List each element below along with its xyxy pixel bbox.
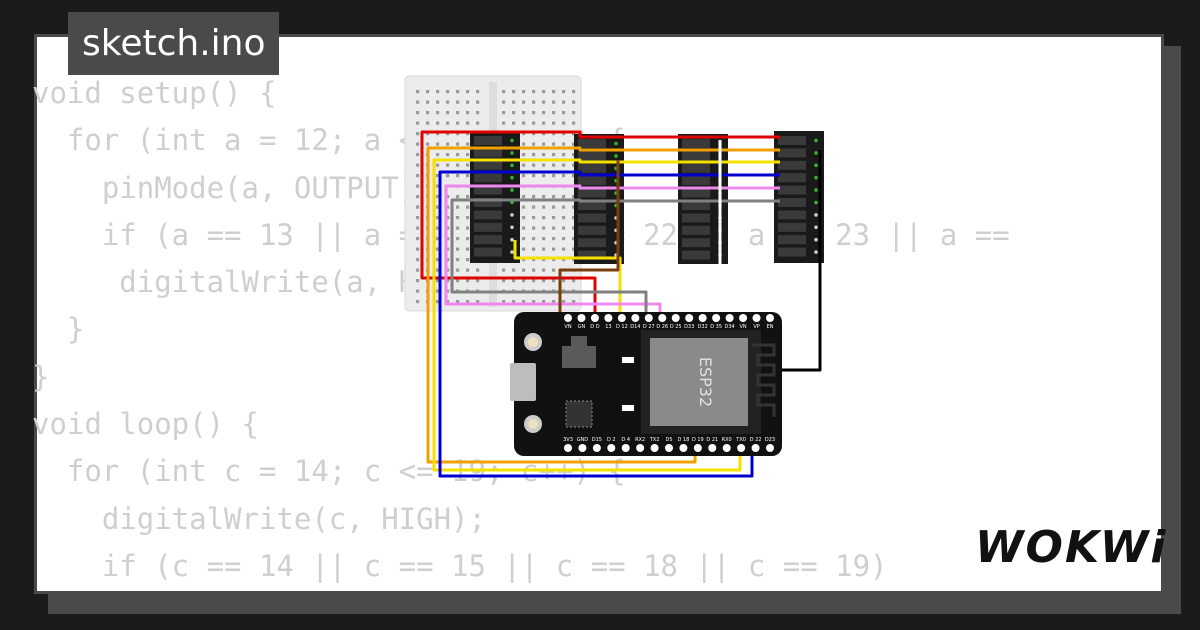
usb-chip [565,400,593,428]
led-bar-graph-1[interactable] [470,131,520,263]
pin-hole[interactable] [631,314,640,322]
pin-hole[interactable] [752,314,761,322]
pin-label: D 21 [706,437,718,443]
pin-label: D 4 [621,437,630,443]
code-line: } [32,312,85,347]
pin-label: GN [578,324,586,330]
pin-label: D5 [665,437,672,443]
pin-label: 13 [605,324,611,330]
pin-hole[interactable] [564,444,572,452]
pin-label: VN [739,324,746,330]
pin-hole[interactable] [592,444,601,452]
wire-pink[interactable] [444,184,780,318]
pin-hole[interactable] [665,444,673,452]
pin-hole[interactable] [617,314,626,322]
pin-label: GND [577,437,589,443]
pin-label: TX0 [735,437,746,443]
wire-blue[interactable] [438,170,780,478]
pin-hole[interactable] [698,314,707,322]
pin-label: D 25 [670,324,682,330]
wire-red[interactable] [420,130,780,318]
pin-label: D D [590,324,599,330]
wire-yellow-short[interactable] [513,240,622,318]
pin-hole[interactable] [650,444,659,452]
pin-label: D 35 [710,324,722,330]
pin-label: D 19 [692,437,704,443]
pin-label: D 12 [616,324,628,330]
pin-label: D32 [698,324,708,330]
pin-label: D14 [630,324,640,330]
pin-label: EN [767,324,774,330]
pin-label: D 18 [678,437,690,443]
pin-label: 3V3 [563,437,573,443]
pin-label: D 27 [643,324,655,330]
pin-label: VP [753,324,759,330]
pin-hole[interactable] [644,314,653,322]
pin-hole[interactable] [607,444,616,452]
code-line: } [32,359,50,394]
pin-hole[interactable] [722,444,731,452]
pin-hole[interactable] [564,314,572,322]
wokwi-logo: WOKWi [975,522,1168,573]
wire-gray[interactable] [450,198,780,318]
pin-hole[interactable] [590,314,599,322]
pin-hole[interactable] [578,444,587,452]
pin-hole[interactable] [725,314,734,322]
pin-hole[interactable] [604,314,613,322]
pin-hole[interactable] [712,314,721,322]
usb-port [510,363,536,401]
pin-hole[interactable] [766,444,774,452]
antenna-trace [752,343,776,417]
pin-label: VN [564,324,571,330]
pin-hole[interactable] [621,444,630,452]
pin-label: D 26 [656,324,668,330]
pin-label: D 2 [607,437,616,443]
led-bar-graph-4[interactable] [774,131,824,263]
pin-label: TX2 [649,437,660,443]
pin-hole[interactable] [679,444,688,452]
pin-label: RX2 [635,437,645,443]
pin-hole[interactable] [766,314,774,322]
code-line: void loop() { [32,407,259,442]
code-line: void setup() { [32,76,277,110]
wire-orange-top[interactable] [426,146,780,464]
pin-hole[interactable] [577,314,586,322]
pin-hole[interactable] [693,444,702,452]
pin-hole[interactable] [671,314,680,322]
led-bar-graph-2[interactable] [574,134,624,264]
pin-label: D 22 [750,437,762,443]
pin-hole[interactable] [636,444,645,452]
pin-hole[interactable] [739,314,748,322]
wire-yellow[interactable] [432,158,780,472]
pin-label: D33 [684,324,694,330]
voltage-regulator [562,346,596,368]
code-line: digitalWrite(c, HIGH); [32,501,486,536]
esp32-chip [650,338,748,426]
chip-label: ESP32 [696,357,715,407]
pin-label: D23 [765,437,775,443]
code-line: if (c == 14 || c == 15 || c == 18 || c =… [32,548,888,583]
pin-label: D34 [724,324,734,330]
pin-hole[interactable] [751,444,760,452]
file-tab[interactable]: sketch.ino [68,12,280,75]
pin-label: RX0 [722,437,732,443]
pin-label: D15 [592,437,602,443]
pin-hole[interactable] [737,444,746,452]
pin-hole[interactable] [685,314,694,322]
pin-hole[interactable] [708,444,717,452]
pin-hole[interactable] [658,314,667,322]
